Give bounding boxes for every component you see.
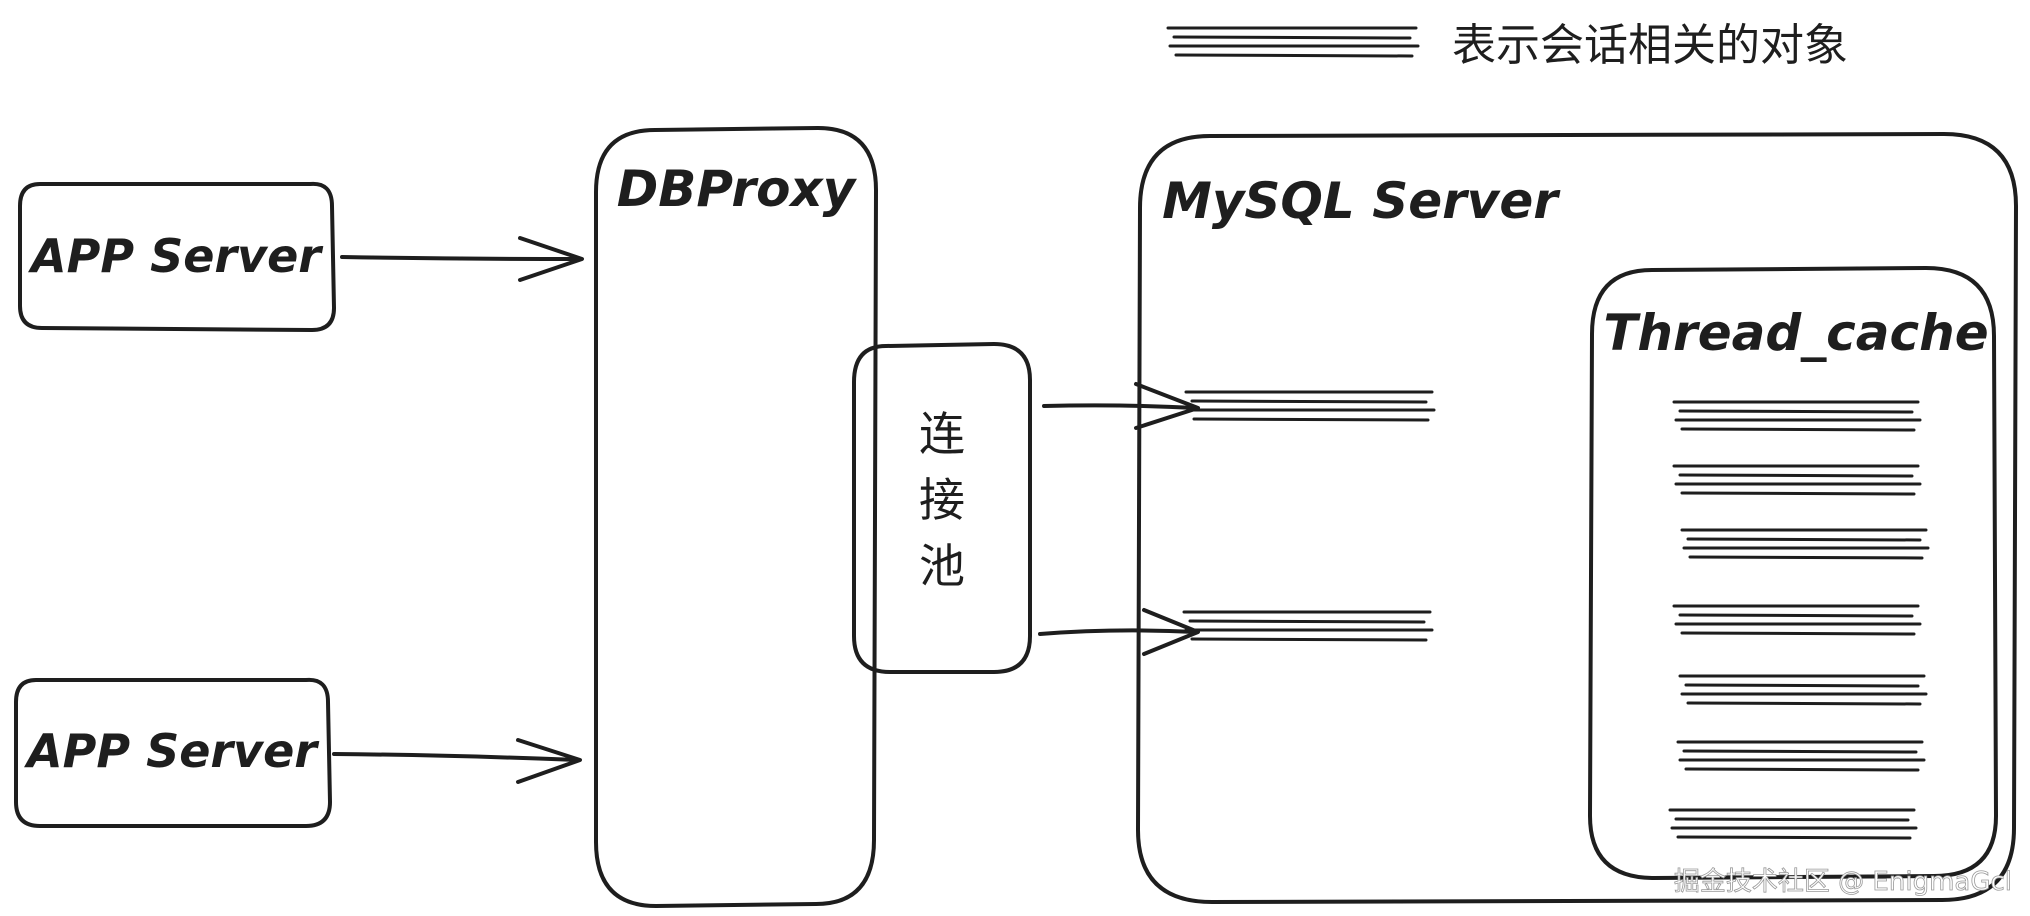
dbproxy-box	[594, 126, 878, 908]
cached-session-6	[1676, 740, 1926, 772]
connection-pool-node[interactable]: 连 接 池	[852, 342, 1032, 674]
cached-session-2	[1672, 464, 1922, 496]
session-stroke	[1680, 427, 1916, 432]
session-stroke	[1682, 749, 1918, 754]
session-stroke	[1674, 817, 1910, 822]
session-stroke	[1684, 767, 1920, 772]
thread-cache-label: Thread_cache	[1603, 304, 1988, 362]
session-stroke	[1678, 409, 1914, 414]
session-stroke	[1680, 631, 1916, 636]
cached-session-4	[1672, 604, 1922, 636]
legend-label: 表示会话相关的对象	[1452, 20, 1848, 71]
legend: 表示会话相关的对象	[1166, 20, 1848, 71]
session-object-2	[1182, 610, 1434, 642]
dbproxy-node[interactable]: DBProxy	[594, 126, 878, 908]
mysql-server-box	[1136, 132, 2018, 904]
watermark: 掘金技术社区 @ EnigmaGcl	[1674, 867, 2012, 897]
session-stroke	[1190, 637, 1428, 642]
arrow-pool-to-session-2	[1038, 608, 1200, 656]
session-stroke	[1174, 53, 1414, 58]
mysql-server-label: MySQL Server	[1162, 172, 1561, 230]
session-stroke	[1688, 555, 1924, 560]
app-server-2-box	[14, 677, 332, 828]
app-server-node-2[interactable]: APP Server	[14, 677, 332, 828]
arrow-pool-to-session-1	[1042, 382, 1200, 430]
app-server-1-box	[18, 181, 336, 332]
app-server-1-label: APP Server	[28, 229, 324, 283]
arrow-app2-to-dbproxy	[332, 738, 582, 784]
session-stroke	[1686, 701, 1922, 706]
app-server-2-label: APP Server	[24, 724, 320, 778]
cached-session-1	[1672, 400, 1922, 432]
session-object-1	[1184, 390, 1436, 422]
legend-session-symbol	[1166, 26, 1420, 58]
session-stroke	[1676, 835, 1912, 840]
session-stroke	[1172, 35, 1412, 40]
session-stroke	[1678, 613, 1914, 618]
session-stroke	[1188, 619, 1426, 624]
thread-cache-node[interactable]: Thread_cache	[1588, 266, 1998, 880]
connection-pool-char-3: 池	[919, 539, 965, 593]
session-stroke	[1680, 491, 1916, 496]
connection-pool-char-1: 连	[919, 407, 965, 461]
session-stroke	[1192, 417, 1430, 422]
thread-cache-box	[1588, 266, 1998, 880]
app-server-node-1[interactable]: APP Server	[18, 181, 336, 332]
session-stroke	[1190, 399, 1428, 404]
session-stroke	[1678, 473, 1914, 478]
mysql-server-node[interactable]: MySQL Server	[1136, 132, 2018, 904]
connection-pool-box	[852, 342, 1032, 674]
dbproxy-label: DBProxy	[617, 160, 858, 218]
session-stroke	[1684, 683, 1920, 688]
connection-pool-char-2: 接	[919, 473, 965, 527]
cached-session-5	[1678, 674, 1928, 706]
session-stroke	[1686, 537, 1922, 542]
cached-session-3	[1680, 528, 1930, 560]
arrow-app1-to-dbproxy	[340, 236, 584, 282]
cached-session-7	[1668, 808, 1918, 840]
